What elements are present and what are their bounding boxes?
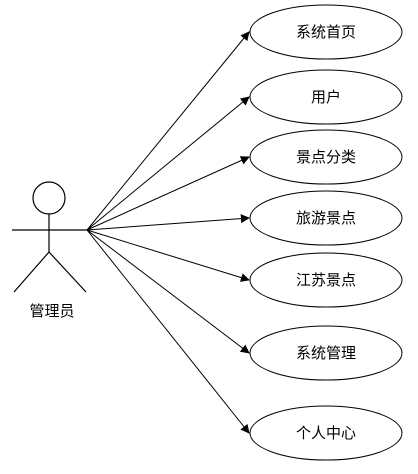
use-case: 旅游景点 bbox=[249, 190, 403, 246]
association-arrow bbox=[86, 214, 250, 231]
association-arrow bbox=[86, 229, 250, 282]
use-case-ellipse bbox=[249, 190, 403, 246]
use-case: 个人中心 bbox=[249, 405, 403, 461]
use-case-ellipse bbox=[249, 405, 403, 461]
use-case-label: 用户 bbox=[311, 88, 341, 106]
use-case-label: 景点分类 bbox=[296, 148, 356, 166]
use-case-ellipse bbox=[249, 69, 403, 125]
use-case: 江苏景点 bbox=[249, 252, 403, 308]
use-case: 用户 bbox=[249, 69, 403, 125]
use-case-ellipse bbox=[249, 129, 403, 185]
actor-right-leg bbox=[48, 251, 87, 293]
association-arrow bbox=[86, 156, 250, 231]
use-case-ellipse bbox=[249, 252, 403, 308]
use-case: 系统管理 bbox=[249, 325, 403, 381]
use-case: 系统首页 bbox=[249, 4, 403, 60]
use-case-label: 个人中心 bbox=[296, 424, 356, 442]
use-case-label: 江苏景点 bbox=[296, 271, 356, 289]
use-case: 景点分类 bbox=[249, 129, 403, 185]
association-arrow bbox=[86, 229, 250, 434]
actor-figure bbox=[12, 181, 87, 293]
actor-label: 管理员 bbox=[29, 302, 75, 320]
use-case-ellipse bbox=[249, 325, 403, 381]
use-case-label: 旅游景点 bbox=[296, 209, 356, 227]
association-arrow bbox=[86, 229, 250, 354]
actor-head bbox=[32, 181, 66, 215]
use-case-label: 系统管理 bbox=[296, 344, 356, 362]
association-arrow bbox=[86, 31, 250, 231]
use-case-label: 系统首页 bbox=[296, 23, 356, 41]
actor-left-leg bbox=[13, 251, 50, 293]
association-lines bbox=[86, 31, 250, 434]
use-case-ellipse bbox=[249, 4, 403, 60]
association-arrow bbox=[86, 96, 250, 231]
